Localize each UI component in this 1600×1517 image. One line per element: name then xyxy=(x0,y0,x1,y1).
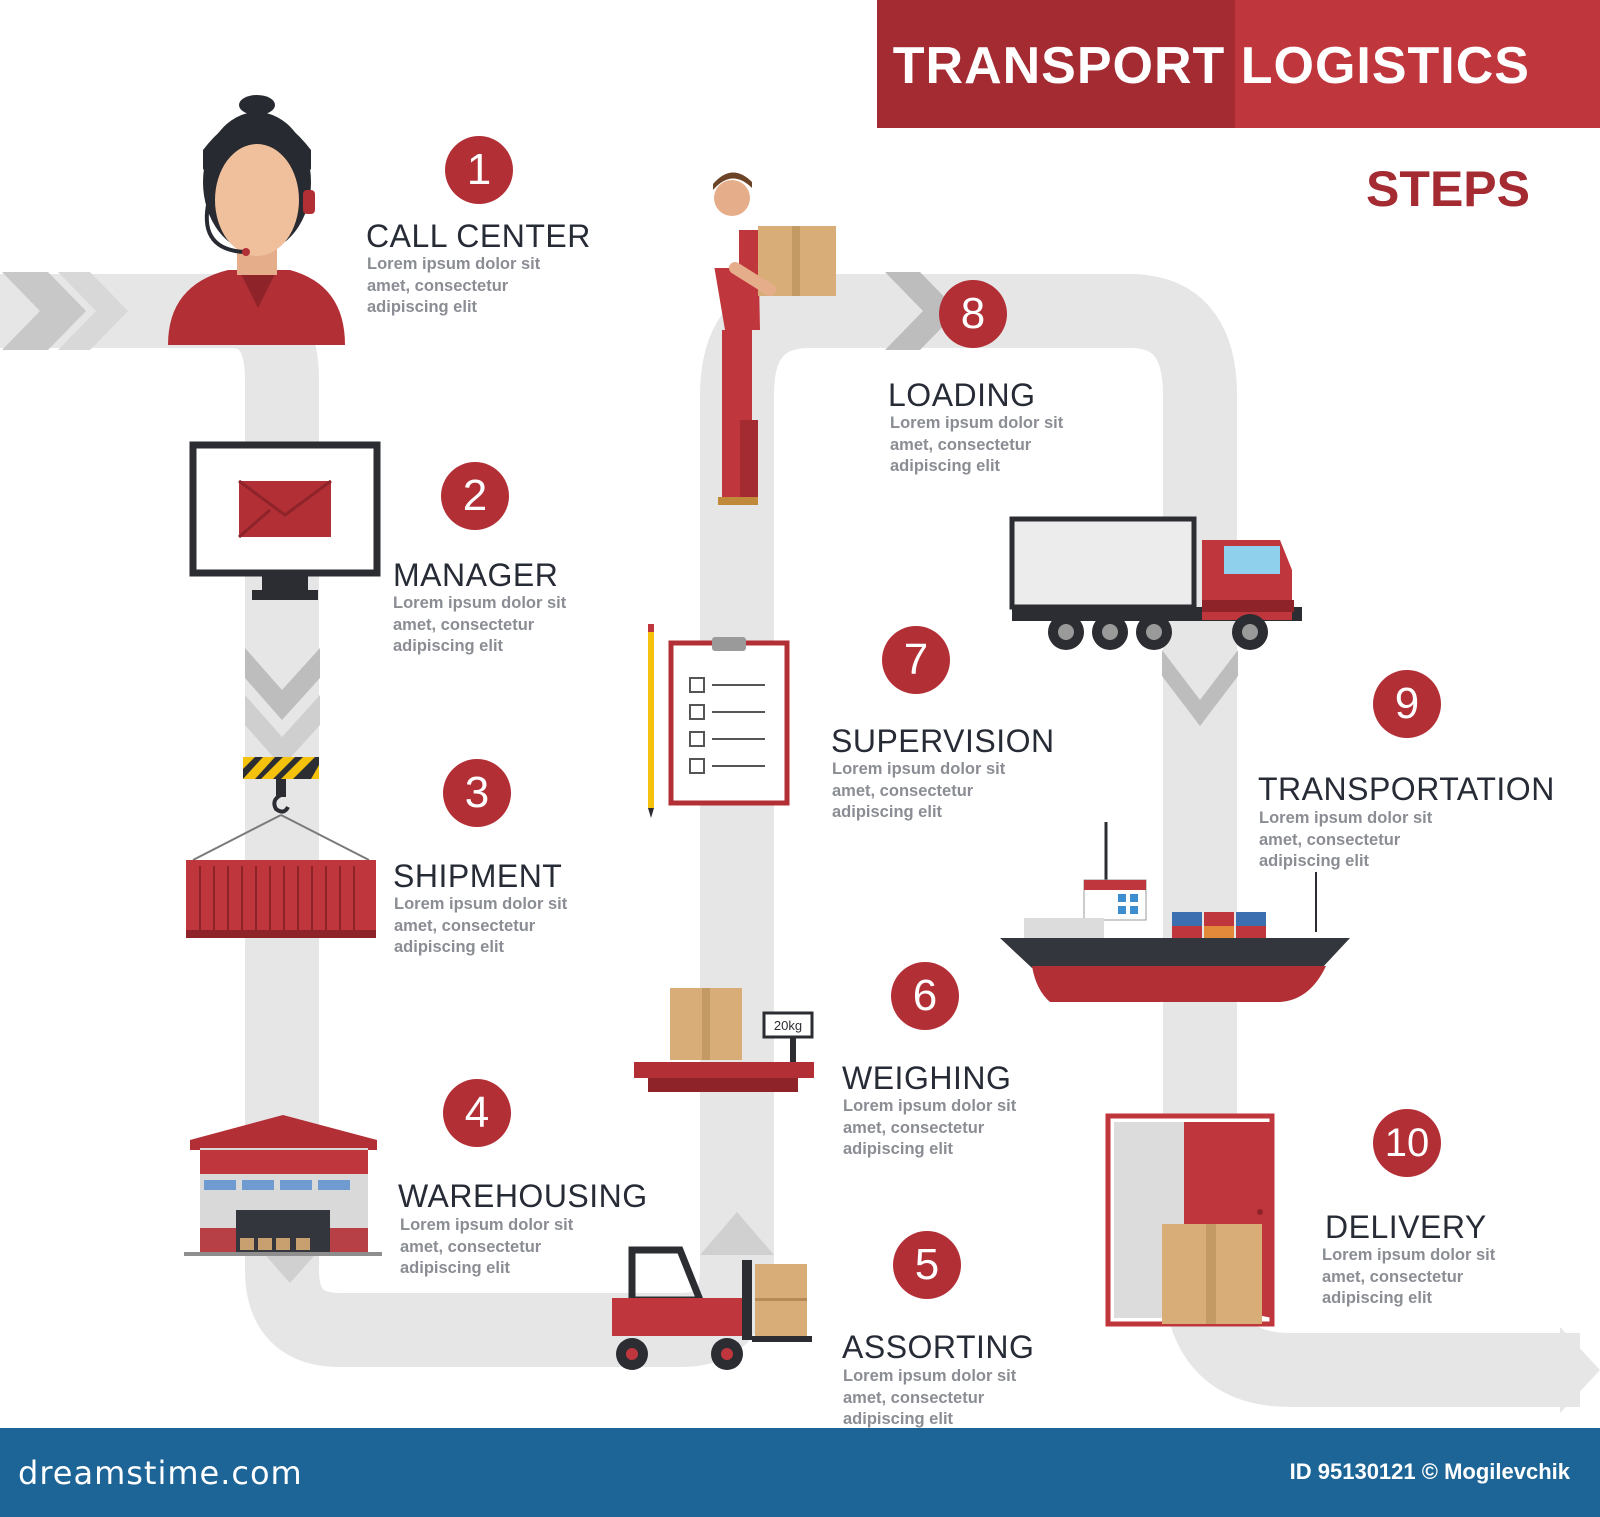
step-6-description: Lorem ipsum dolor sit amet, consectetur … xyxy=(843,1097,1017,1158)
footer-brand-logo: dreamstime.com xyxy=(18,1454,303,1492)
weighing-scale-icon: 20kg xyxy=(634,988,814,1092)
scale-weight-label: 20kg xyxy=(774,1018,802,1033)
step-10-badge: 10 xyxy=(1373,1109,1441,1177)
step-5-title: ASSORTING xyxy=(842,1329,1035,1365)
start-chevrons xyxy=(2,272,128,350)
step-1-description: Lorem ipsum dolor sit amet, consectetur … xyxy=(367,255,541,316)
step-3-title: SHIPMENT xyxy=(393,858,563,894)
footer-image-id: ID 95130121 © Mogilevchik xyxy=(1289,1459,1570,1484)
page-title: TRANSPORT LOGISTICS xyxy=(892,37,1530,95)
step-2-description: Lorem ipsum dolor sit amet, consectetur … xyxy=(393,594,567,655)
step-8-title: LOADING xyxy=(888,377,1036,413)
warehouse-icon xyxy=(184,1115,382,1256)
call-center-operator-icon xyxy=(168,95,345,345)
clipboard-checklist-icon xyxy=(648,624,790,818)
truck-icon xyxy=(1009,516,1302,650)
title-banner-shade xyxy=(1235,0,1600,128)
assorting-up-arrow xyxy=(700,1212,774,1255)
step-2-badge: 2 xyxy=(441,462,509,530)
step-2-title: MANAGER xyxy=(393,557,559,593)
forklift-icon xyxy=(612,1246,812,1370)
step-1-badge: 1 xyxy=(445,136,513,204)
step-5-badge: 5 xyxy=(893,1231,961,1299)
title-banner: TRANSPORT LOGISTICS xyxy=(877,0,1600,128)
step-5-description: Lorem ipsum dolor sit amet, consectetur … xyxy=(843,1367,1017,1428)
step-8-badge: 8 xyxy=(939,280,1007,348)
step-7-title: SUPERVISION xyxy=(831,723,1055,759)
loader-worker-icon xyxy=(705,172,836,505)
step-9-badge: 9 xyxy=(1373,670,1441,738)
step-10-description: Lorem ipsum dolor sit amet, consectetur … xyxy=(1322,1246,1496,1307)
transport-down-arrow xyxy=(1162,650,1238,726)
step-4-description: Lorem ipsum dolor sit amet, consectetur … xyxy=(400,1216,574,1277)
step-10-title: DELIVERY xyxy=(1325,1209,1487,1245)
step-3-badge: 3 xyxy=(443,759,511,827)
footer-bar: dreamstime.com ID 95130121 © Mogilevchik xyxy=(0,1428,1600,1517)
step-4-title: WAREHOUSING xyxy=(398,1178,648,1214)
page-subtitle: STEPS xyxy=(1366,161,1530,217)
shipping-container-icon xyxy=(186,757,376,938)
step-6-badge: 6 xyxy=(891,962,959,1030)
step-9-description: Lorem ipsum dolor sit amet, consectetur … xyxy=(1259,809,1433,870)
step-8-description: Lorem ipsum dolor sit amet, consectetur … xyxy=(890,414,1064,475)
step-7-description: Lorem ipsum dolor sit amet, consectetur … xyxy=(832,760,1006,821)
cargo-ship-icon xyxy=(1000,822,1350,1002)
step-9-title: TRANSPORTATION xyxy=(1258,771,1555,807)
down-chevrons xyxy=(245,648,320,767)
step-1-title: CALL CENTER xyxy=(366,218,591,254)
path-end-arrow xyxy=(1560,1327,1600,1413)
step-3-description: Lorem ipsum dolor sit amet, consectetur … xyxy=(394,895,568,956)
computer-monitor-icon xyxy=(189,441,381,600)
delivery-door-icon xyxy=(1105,1113,1275,1327)
step-6-title: WEIGHING xyxy=(842,1060,1012,1096)
step-7-badge: 7 xyxy=(882,626,950,694)
step-4-badge: 4 xyxy=(443,1079,511,1147)
